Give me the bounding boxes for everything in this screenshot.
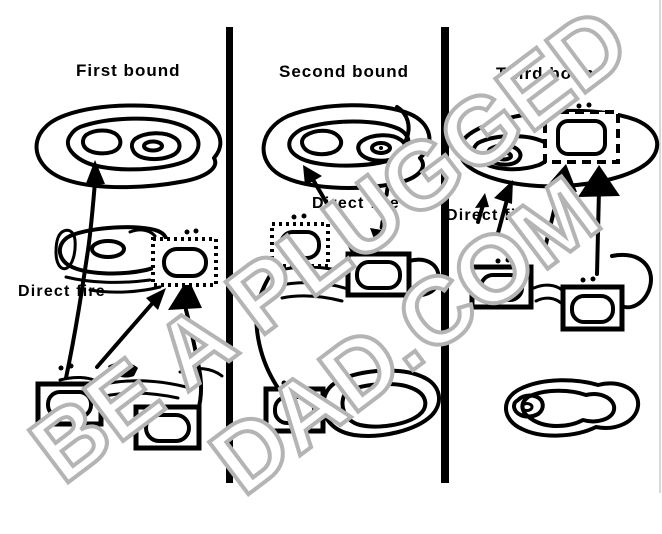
next-position-box	[270, 213, 330, 268]
panel2-art	[254, 103, 441, 438]
bounding-unit-symbol	[133, 404, 202, 451]
panel3-title: Third bound	[496, 64, 607, 83]
panel2-direct-fire-label: Direct fire	[312, 195, 400, 212]
panel3-direct-fire-label: Direct fire	[446, 207, 534, 224]
panel1-direct-fire-label: Direct fire	[18, 283, 106, 300]
bottom-terrain-contours	[321, 368, 441, 438]
panel1-art	[34, 103, 224, 451]
panel-divider-1	[226, 27, 233, 483]
panel1-title: First bound	[76, 61, 181, 80]
next-position-box	[151, 228, 218, 287]
mid-terrain-squiggles	[532, 252, 653, 310]
support-fire-arrow	[95, 288, 166, 369]
objective-hill-contours	[261, 103, 432, 190]
panel3-art	[457, 102, 660, 438]
left-unit-symbol	[469, 257, 534, 310]
objective-position-box	[543, 102, 620, 164]
panel-divider-2	[441, 27, 449, 483]
assault-arrow-middle	[542, 164, 577, 254]
direct-fire-arrow	[64, 160, 105, 380]
right-unit-symbol	[560, 276, 625, 332]
direct-fire-arrow	[303, 165, 354, 252]
overwatch-unit-symbol	[35, 363, 104, 427]
direct-fire-arrow-left	[475, 180, 513, 235]
bottom-terrain-contours	[504, 378, 641, 438]
overwatch-unit-symbol	[345, 244, 412, 298]
panel2-title: Second bound	[279, 62, 410, 81]
movement-arrow	[254, 252, 288, 390]
objective-hill-contours	[34, 103, 223, 190]
bounding-unit-symbol	[263, 379, 326, 434]
bottom-terrain-squiggles	[58, 362, 224, 400]
scan-edge-line	[659, 0, 661, 493]
assault-arrow-right	[578, 165, 620, 276]
diagram-art	[34, 102, 660, 451]
dashed-route-arrow	[370, 176, 391, 247]
figure-canvas: First bound Second bound Third bound Dir…	[10, 0, 661, 517]
